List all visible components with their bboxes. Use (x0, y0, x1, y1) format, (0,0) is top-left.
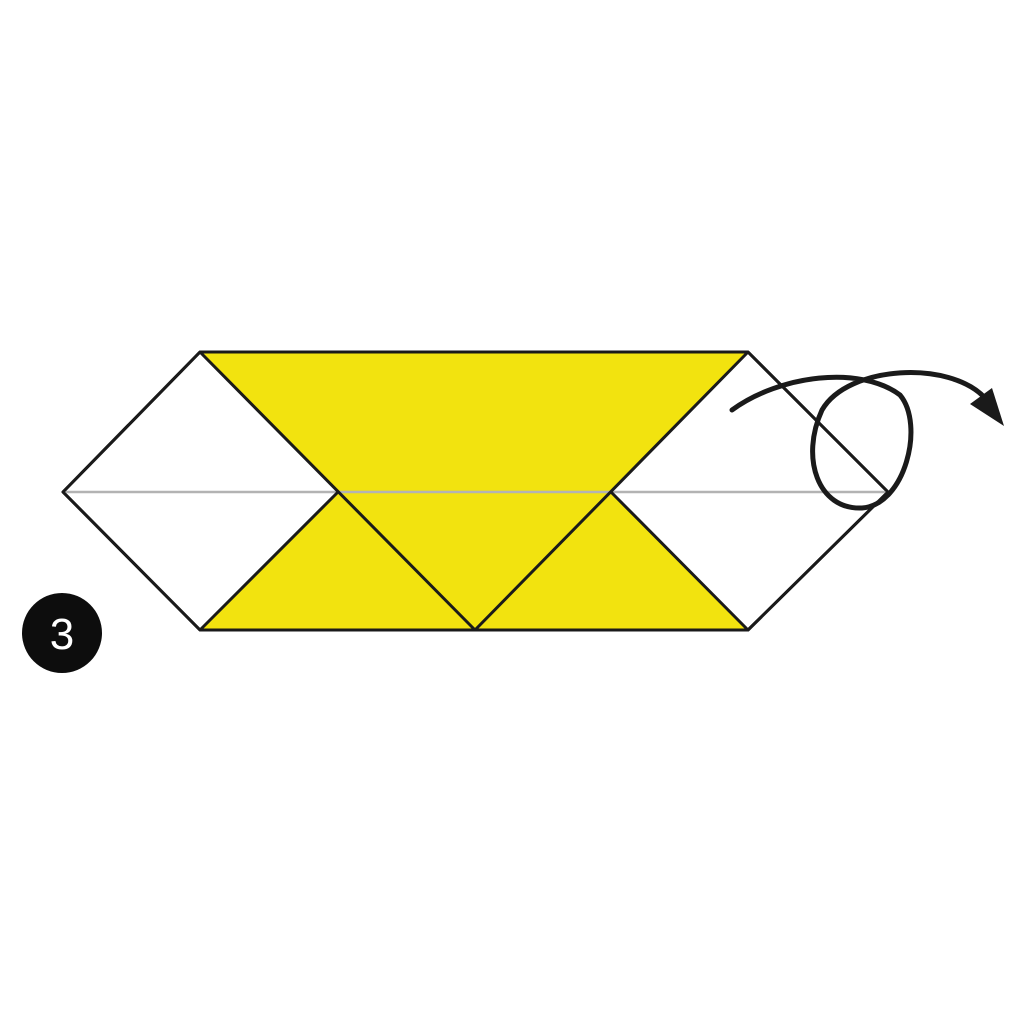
edge-diagonal-left (198, 350, 477, 632)
step-badge: 3 (22, 593, 102, 673)
edge-inner-right (609, 490, 750, 632)
edge-outline (61, 350, 890, 632)
step-number: 3 (50, 610, 74, 659)
edge-diagonal-right (473, 350, 750, 632)
right-yellow-flap (475, 492, 748, 630)
step-badge-circle (22, 593, 102, 673)
fold-edges (61, 350, 890, 632)
left-yellow-flap (200, 492, 475, 630)
turn-over-arrow-head (970, 388, 1004, 426)
turn-over-arrow-icon (729, 370, 1004, 511)
turn-over-arrow-path (729, 370, 988, 511)
edge-inner-left (198, 490, 340, 632)
